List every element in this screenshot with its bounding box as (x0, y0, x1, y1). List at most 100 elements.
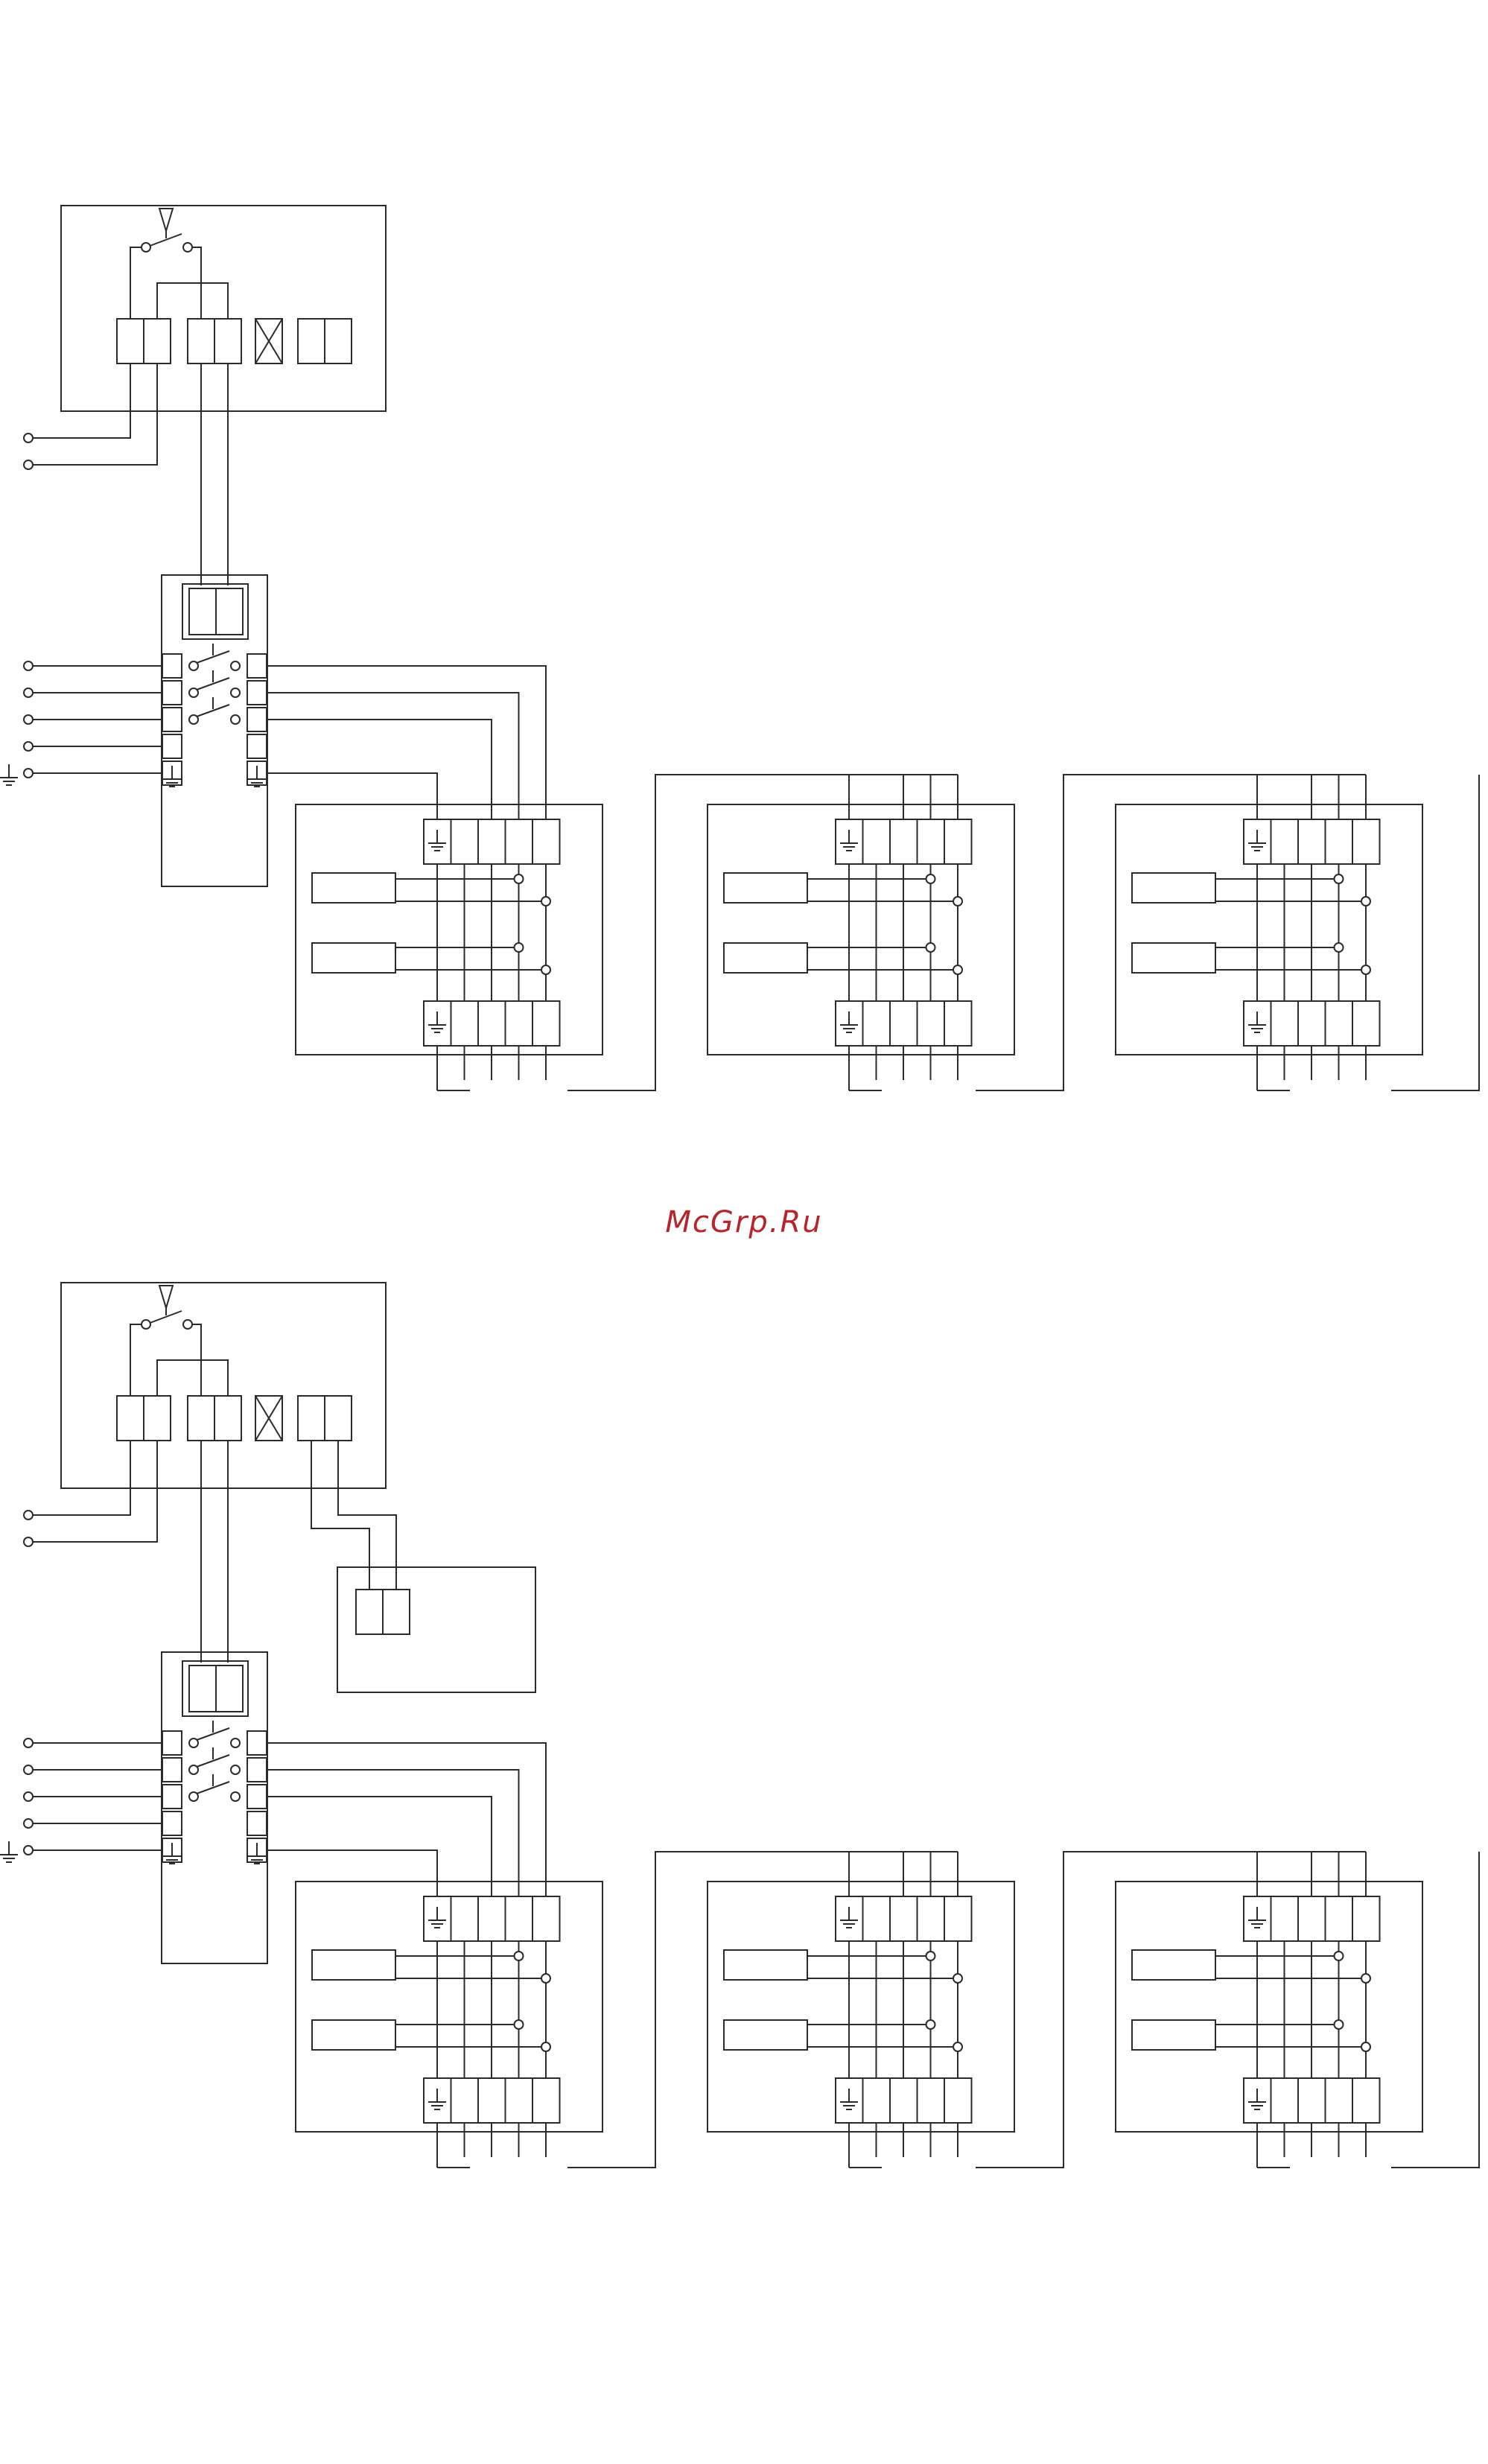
terminal-strip-top (1244, 819, 1380, 864)
device-module (708, 804, 1014, 1090)
ground-icon (248, 1843, 266, 1864)
wire (146, 234, 182, 247)
module-box (296, 804, 602, 1055)
terminal-icon (24, 1792, 33, 1801)
ground-icon (428, 830, 446, 851)
terminal-icon (24, 715, 33, 724)
ground-icon (428, 830, 446, 851)
wire (130, 247, 142, 319)
ground-icon (428, 1012, 446, 1032)
terminal-cell (162, 1812, 182, 1835)
terminal-strip-bottom (1244, 1001, 1380, 1046)
switch-contact-icon (231, 1792, 240, 1801)
wire (267, 773, 437, 819)
push-button-icon (142, 1286, 192, 1329)
junction-icon (953, 1974, 962, 1983)
ground-icon (840, 1907, 858, 1928)
ground-icon (1248, 2089, 1266, 2109)
ground-icon (1248, 2089, 1266, 2109)
ground-icon (163, 1843, 181, 1864)
wire (976, 1852, 1366, 2168)
terminal-cell (247, 1758, 267, 1782)
watermark-text: McGrp.Ru (0, 1205, 1488, 1239)
terminal-cell (162, 708, 182, 731)
control-panel (61, 206, 386, 411)
relay-box (312, 2020, 395, 2050)
terminal-icon (24, 688, 33, 697)
wire (28, 363, 157, 465)
junction-icon (1335, 2020, 1344, 2029)
ground-icon (840, 2089, 858, 2109)
device-module (1116, 1882, 1422, 2168)
relay-box (1132, 2020, 1215, 2050)
switch-contact-icon (183, 243, 192, 252)
terminal-strip-bottom (1244, 2078, 1380, 2123)
junction-icon (1335, 943, 1344, 952)
wire (1391, 1852, 1479, 2168)
terminal-strip-bottom (836, 2078, 972, 2123)
terminal-strip-top (1244, 1896, 1380, 1941)
terminal-strip-top (836, 1896, 972, 1941)
terminal-cell (162, 681, 182, 705)
ground-icon (428, 2089, 446, 2109)
terminal-cell (247, 681, 267, 705)
push-button-icon (159, 209, 173, 231)
ground-icon (1248, 830, 1266, 851)
relay-box (312, 943, 395, 973)
terminal-icon (24, 1511, 33, 1520)
ground-icon (248, 766, 266, 787)
terminal-strip-bottom (424, 1001, 560, 1046)
junction-icon (953, 897, 962, 906)
junction-icon (515, 1952, 524, 1960)
wire (267, 666, 546, 819)
junction-icon (1335, 1952, 1344, 1960)
switch-contact-icon (231, 1765, 240, 1774)
relay-box (1132, 943, 1215, 973)
switch-contact-icon (231, 688, 240, 697)
cross-box-icon (255, 1396, 282, 1441)
ground-icon (840, 1012, 858, 1032)
terminal-strip-top (836, 819, 972, 864)
relay-box (724, 1950, 807, 1980)
relay-box (1132, 1950, 1215, 1980)
relay-box (312, 873, 395, 903)
wire (157, 1360, 228, 1396)
terminal-cell (162, 1758, 182, 1782)
junction-icon (1361, 897, 1370, 906)
switch-contact-icon (142, 243, 150, 252)
terminal-icon (24, 1739, 33, 1747)
wire (976, 775, 1366, 1090)
wire (567, 1852, 958, 2168)
wire (28, 363, 130, 438)
terminal-icon (24, 742, 33, 751)
device-module (708, 1882, 1014, 2168)
module-box (708, 804, 1014, 1055)
module-box (1116, 1882, 1422, 2132)
junction-icon (515, 874, 524, 883)
ground-icon (428, 1907, 446, 1928)
terminal-icon (24, 661, 33, 670)
ground-icon (163, 1843, 181, 1864)
relay-box (312, 1950, 395, 1980)
wire (28, 1441, 130, 1515)
junction-icon (926, 943, 935, 952)
wire (267, 1743, 546, 1896)
terminal-strip-bottom (836, 1001, 972, 1046)
ground-icon (428, 2089, 446, 2109)
push-button-icon (159, 1286, 173, 1308)
switch-contact-icon (183, 1320, 192, 1329)
junction-icon (1335, 874, 1344, 883)
junction-icon (541, 897, 550, 906)
ground-icon (1248, 1012, 1266, 1032)
ground-icon (428, 1012, 446, 1032)
junction-icon (1361, 2042, 1370, 2051)
junction-icon (541, 1974, 550, 1983)
schematic (0, 1283, 1479, 2168)
terminal-strip-top (424, 819, 560, 864)
junction-icon (953, 965, 962, 974)
device-module (296, 1882, 602, 2168)
relay-box (724, 873, 807, 903)
switch-contact-icon (231, 661, 240, 670)
module-box (296, 1882, 602, 2132)
switch-contact-icon (231, 1739, 240, 1747)
